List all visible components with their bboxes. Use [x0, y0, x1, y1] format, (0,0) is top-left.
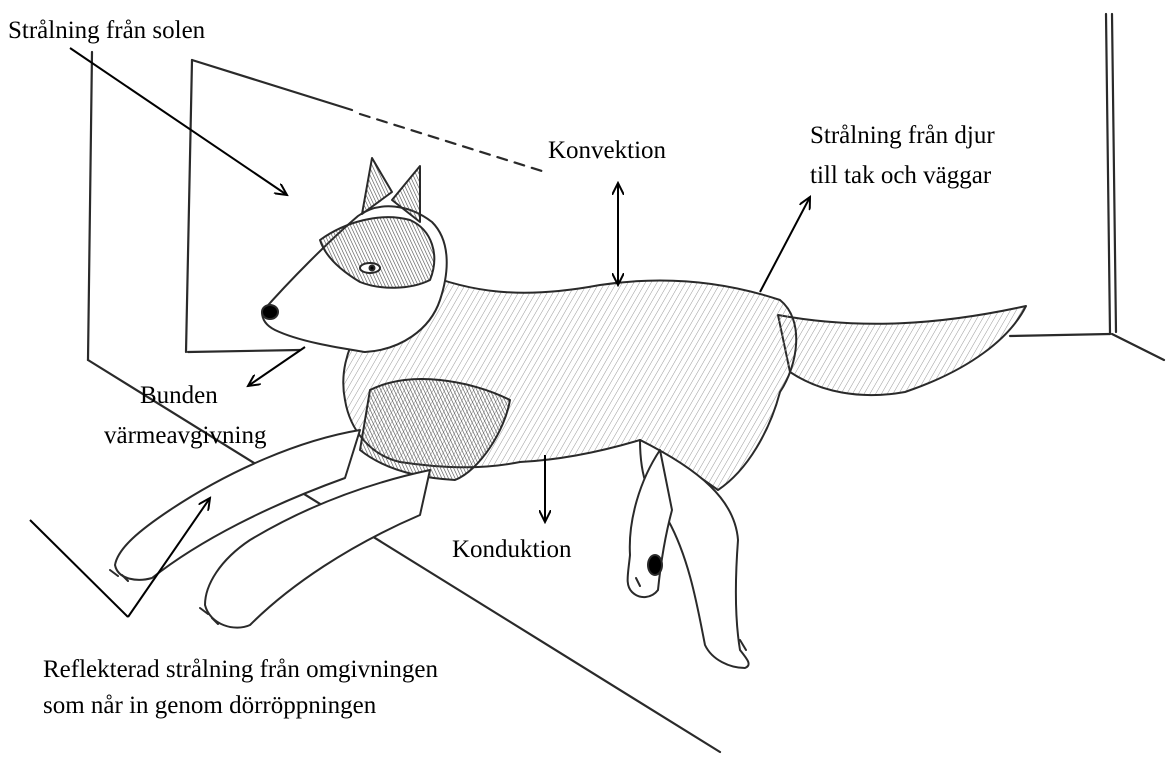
label-reflected-2: som når in genom dörröppningen [43, 691, 376, 720]
label-animal-radiation-1: Strålning från djur [810, 121, 995, 150]
left-wall-inner [186, 60, 192, 352]
left-wall-outer [88, 52, 92, 360]
dog-nose [262, 305, 278, 319]
label-bound-heat-1: Bunden [140, 381, 218, 410]
dog-tail [778, 306, 1026, 395]
right-floor-back [1010, 334, 1110, 336]
label-convection: Konvektion [548, 136, 666, 165]
label-solar-radiation: Strålning från solen [8, 16, 205, 45]
right-floor-edge [1112, 334, 1164, 360]
label-animal-radiation-2: till tak och väggar [810, 161, 991, 190]
arrow-solar [70, 48, 287, 195]
right-wall-left [1106, 14, 1110, 334]
floor-back-edge [188, 350, 300, 352]
arrow-animal-radiation [760, 197, 810, 292]
label-reflected-1: Reflekterad strålning från omgivningen [43, 655, 438, 684]
label-conduction: Konduktion [452, 535, 571, 564]
dog [110, 158, 1026, 668]
arrow-bound-heat [248, 347, 305, 386]
right-wall-right [1112, 14, 1116, 332]
ceiling-line [192, 60, 352, 110]
label-bound-heat-2: värmeavgivning [104, 421, 266, 450]
dog-hind-leg-2 [628, 450, 672, 597]
ceiling-dashed [360, 114, 545, 172]
dog-pad [648, 555, 662, 575]
arrow-reflected-incoming [30, 520, 128, 617]
